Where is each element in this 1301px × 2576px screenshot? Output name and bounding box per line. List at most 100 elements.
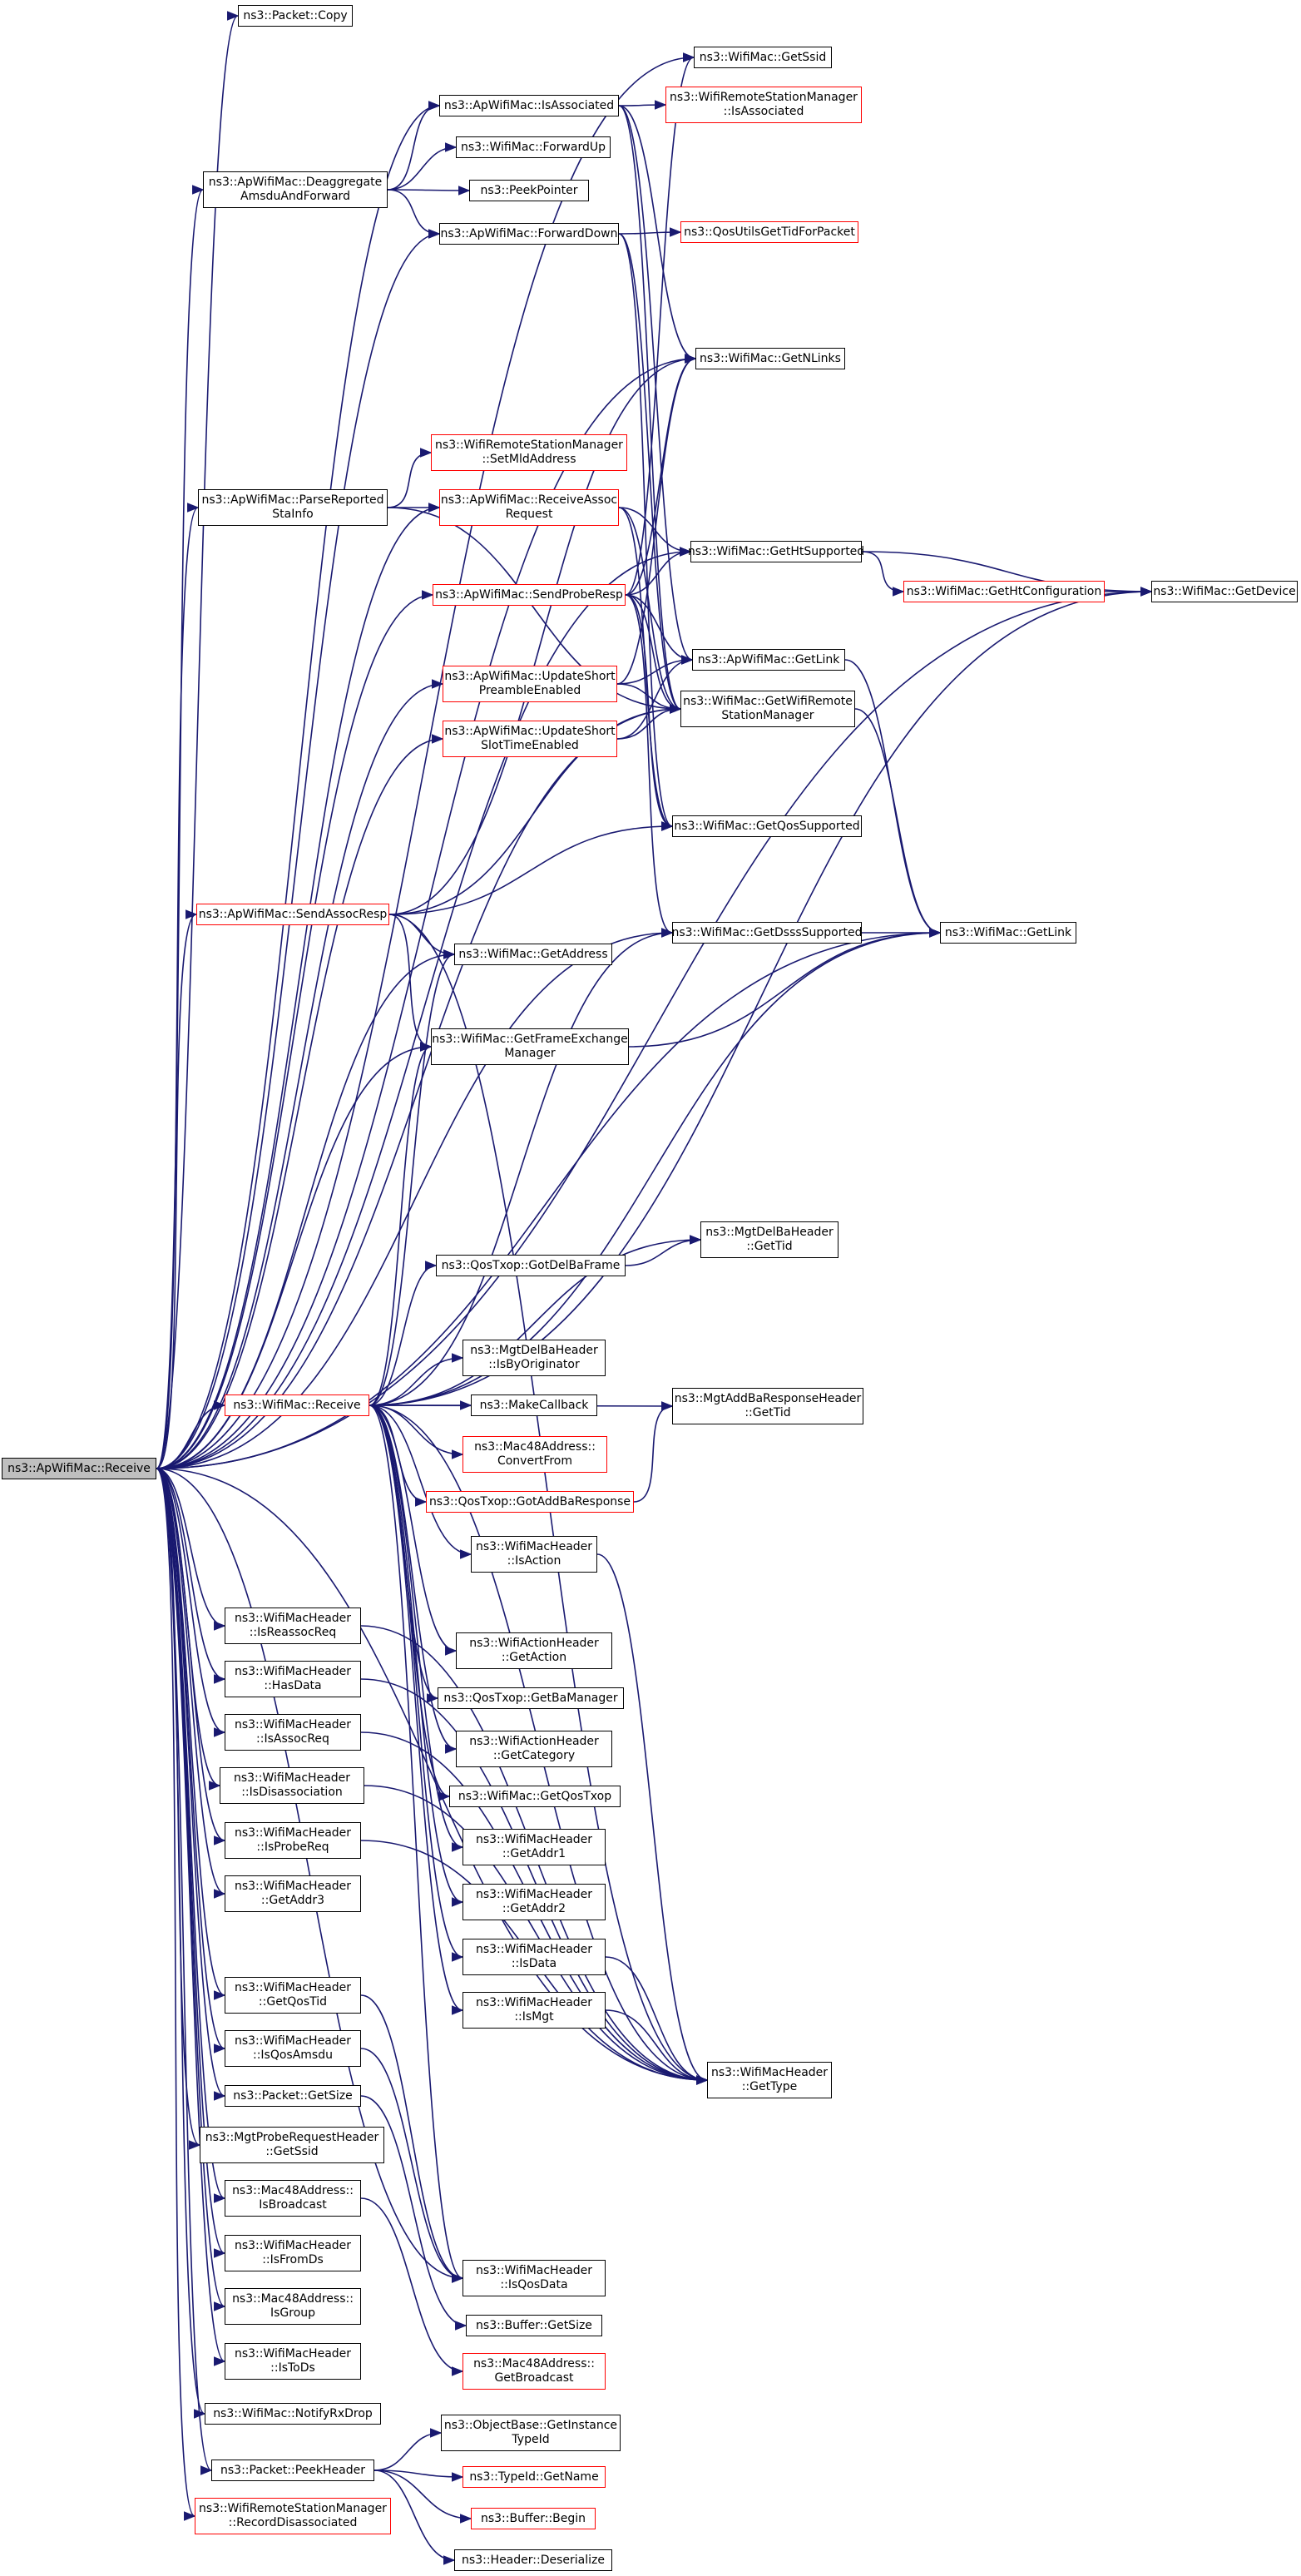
node-getQosTid[interactable]: ns3::WifiMacHeader::GetQosTid xyxy=(225,1977,361,2014)
node-sendProbeResp[interactable]: ns3::ApWifiMac::SendProbeResp xyxy=(433,584,626,606)
node-isDisassoc[interactable]: ns3::WifiMacHeader::IsDisassociation xyxy=(220,1767,364,1804)
node-label: ns3::Packet::GetSize xyxy=(233,2088,353,2103)
node-getAddr3[interactable]: ns3::WifiMacHeader::GetAddr3 xyxy=(225,1875,361,1912)
edge-wmReceive-to-getDsssSupported xyxy=(369,928,674,1406)
edge-deaggregate-to-forwardUp xyxy=(387,142,458,191)
node-getAddr2[interactable]: ns3::WifiMacHeader::GetAddr2 xyxy=(463,1884,606,1920)
node-label: ::GetAction xyxy=(501,1651,567,1664)
node-label: ns3::WifiMacHeader xyxy=(475,1943,593,1956)
node-getDsssSupported[interactable]: ns3::WifiMac::GetDsssSupported xyxy=(672,922,863,944)
node-delBaGetTid[interactable]: ns3::MgtDelBaHeader::GetTid xyxy=(700,1221,838,1258)
node-sendAssocResp[interactable]: ns3::ApWifiMac::SendAssocResp xyxy=(196,904,389,925)
edge-root-to-isGroup xyxy=(156,1468,226,2311)
edge-root-to-hasData xyxy=(156,1468,226,1684)
node-label: ns3::Mac48Address:: xyxy=(232,2292,354,2306)
node-packetCopy[interactable]: ns3::Packet::Copy xyxy=(238,5,353,27)
node-label: ns3::ApWifiMac::IsAssociated xyxy=(443,98,615,112)
node-label: ::GetQosTid xyxy=(258,1995,328,2009)
node-getType[interactable]: ns3::WifiMacHeader::GetType xyxy=(707,2062,832,2098)
node-isReassocReq[interactable]: ns3::WifiMacHeader::IsReassocReq xyxy=(225,1608,361,1644)
edge-wmReceive-to-isMgt xyxy=(369,1404,464,2015)
node-label: ns3::WifiRemoteStationManager xyxy=(670,91,858,104)
node-setMld[interactable]: ns3::WifiRemoteStationManager::SetMldAdd… xyxy=(431,434,627,471)
node-label: ns3::Packet::PeekHeader xyxy=(220,2463,365,2477)
node-label: ns3::ApWifiMac::GetLink xyxy=(697,652,840,666)
node-getBaManager[interactable]: ns3::QosTxop::GetBaManager xyxy=(438,1687,624,1709)
node-label: ::GetTid xyxy=(746,1240,793,1253)
node-isQosData[interactable]: ns3::WifiMacHeader::IsQosData xyxy=(463,2260,606,2296)
node-getAddress[interactable]: ns3::WifiMac::GetAddress xyxy=(454,944,612,965)
node-isFromDs[interactable]: ns3::WifiMacHeader::IsFromDs xyxy=(225,2235,361,2271)
node-getHtSupported[interactable]: ns3::WifiMac::GetHtSupported xyxy=(687,541,865,562)
node-label: ConvertFrom xyxy=(497,1454,573,1468)
node-label: ns3::QosTxop::GotAddBaResponse xyxy=(428,1494,631,1508)
edge-root-to-isAssocReq xyxy=(156,1468,226,1737)
node-label: ns3::WifiActionHeader xyxy=(469,1637,599,1650)
edge-wmReceive-to-getAddress xyxy=(369,949,456,1406)
node-peekPointer[interactable]: ns3::PeekPointer xyxy=(469,180,589,201)
node-getBroadcast[interactable]: ns3::Mac48Address::GetBroadcast xyxy=(463,2353,606,2390)
node-convertFrom[interactable]: ns3::Mac48Address::ConvertFrom xyxy=(463,1436,607,1473)
node-forwardDown[interactable]: ns3::ApWifiMac::ForwardDown xyxy=(439,223,619,245)
node-wmGetLink[interactable]: ns3::WifiMac::GetLink xyxy=(940,922,1076,944)
node-bufferBegin[interactable]: ns3::Buffer::Begin xyxy=(471,2508,596,2529)
node-packetGetSize[interactable]: ns3::Packet::GetSize xyxy=(225,2085,361,2107)
node-isData[interactable]: ns3::WifiMacHeader::IsData xyxy=(463,1939,606,1975)
node-makeCallback[interactable]: ns3::MakeCallback xyxy=(471,1395,597,1416)
node-gotDelBa[interactable]: ns3::QosTxop::GotDelBaFrame xyxy=(436,1255,626,1276)
edge-root-to-parseReported xyxy=(156,503,200,1469)
edge-root-to-isQosData xyxy=(156,1468,464,2283)
node-getSsid[interactable]: ns3::WifiMac::GetSsid xyxy=(694,47,832,68)
edge-root-to-getFem xyxy=(156,1042,433,1469)
node-isGroup[interactable]: ns3::Mac48Address::IsGroup xyxy=(225,2288,361,2325)
node-qosUtils[interactable]: ns3::QosUtilsGetTidForPacket xyxy=(680,221,858,243)
node-recordDisassoc[interactable]: ns3::WifiRemoteStationManager::RecordDis… xyxy=(195,2498,391,2534)
node-probeGetSsid[interactable]: ns3::MgtProbeRequestHeader::GetSsid xyxy=(200,2127,384,2163)
node-peekHeader[interactable]: ns3::Packet::PeekHeader xyxy=(211,2460,374,2481)
node-hasData[interactable]: ns3::WifiMacHeader::HasData xyxy=(225,1661,361,1697)
node-isQosAmsdu[interactable]: ns3::WifiMacHeader::IsQosAmsdu xyxy=(225,2030,361,2067)
node-label: ns3::WifiMac::GetHtSupported xyxy=(687,544,865,558)
node-label: ::IsProbeReq xyxy=(256,1840,329,1854)
node-label: ::IsToDs xyxy=(270,2361,315,2375)
node-forwardUp[interactable]: ns3::WifiMac::ForwardUp xyxy=(456,136,611,158)
edge-root-to-wmGetLink xyxy=(156,928,942,1469)
node-label: ns3::WifiMacHeader xyxy=(234,1981,352,1994)
node-isMgt[interactable]: ns3::WifiMacHeader::IsMgt xyxy=(463,1992,606,2029)
node-isAssociated[interactable]: ns3::ApWifiMac::IsAssociated xyxy=(439,95,619,116)
node-getNLinks[interactable]: ns3::WifiMac::GetNLinks xyxy=(695,348,845,369)
node-bufferGetSize[interactable]: ns3::Buffer::GetSize xyxy=(466,2315,602,2336)
node-notifyRxDrop[interactable]: ns3::WifiMac::NotifyRxDrop xyxy=(205,2403,381,2425)
edge-root-to-deaggregate xyxy=(156,185,205,1469)
node-getHtConfig[interactable]: ns3::WifiMac::GetHtConfiguration xyxy=(903,581,1105,602)
node-isProbeReq[interactable]: ns3::WifiMacHeader::IsProbeReq xyxy=(225,1822,361,1859)
node-isToDs[interactable]: ns3::WifiMacHeader::IsToDs xyxy=(225,2343,361,2380)
node-getDevice[interactable]: ns3::WifiMac::GetDevice xyxy=(1151,581,1298,602)
node-getQosSupported[interactable]: ns3::WifiMac::GetQosSupported xyxy=(672,815,862,837)
node-getQosTxop[interactable]: ns3::WifiMac::GetQosTxop xyxy=(449,1786,621,1807)
node-isBroadcast[interactable]: ns3::Mac48Address::IsBroadcast xyxy=(225,2180,361,2217)
node-getCategory[interactable]: ns3::WifiActionHeader::GetCategory xyxy=(456,1731,612,1767)
node-deserialize[interactable]: ns3::Header::Deserialize xyxy=(454,2549,612,2571)
node-isByOrig[interactable]: ns3::MgtDelBaHeader::IsByOriginator xyxy=(463,1340,606,1376)
node-typeIdGetName[interactable]: ns3::TypeId::GetName xyxy=(463,2466,606,2488)
node-addBaGetTid[interactable]: ns3::MgtAddBaResponseHeader::GetTid xyxy=(672,1388,863,1424)
edge-wmReceive-to-gotDelBa xyxy=(369,1261,438,1406)
node-apGetLink[interactable]: ns3::ApWifiMac::GetLink xyxy=(692,649,845,671)
node-isAction[interactable]: ns3::WifiMacHeader::IsAction xyxy=(471,1536,597,1573)
node-label: ::GetType xyxy=(741,2080,798,2093)
node-getAction[interactable]: ns3::WifiActionHeader::GetAction xyxy=(456,1632,612,1669)
node-wmReceive[interactable]: ns3::WifiMac::Receive xyxy=(225,1395,369,1416)
node-getAddr1[interactable]: ns3::WifiMacHeader::GetAddr1 xyxy=(463,1829,606,1865)
node-gotAddBa[interactable]: ns3::QosTxop::GotAddBaResponse xyxy=(426,1491,634,1513)
node-isAssocReq[interactable]: ns3::WifiMacHeader::IsAssocReq xyxy=(225,1714,361,1751)
node-wrsmIsAssociated[interactable]: ns3::WifiRemoteStationManager::IsAssocia… xyxy=(665,87,862,123)
